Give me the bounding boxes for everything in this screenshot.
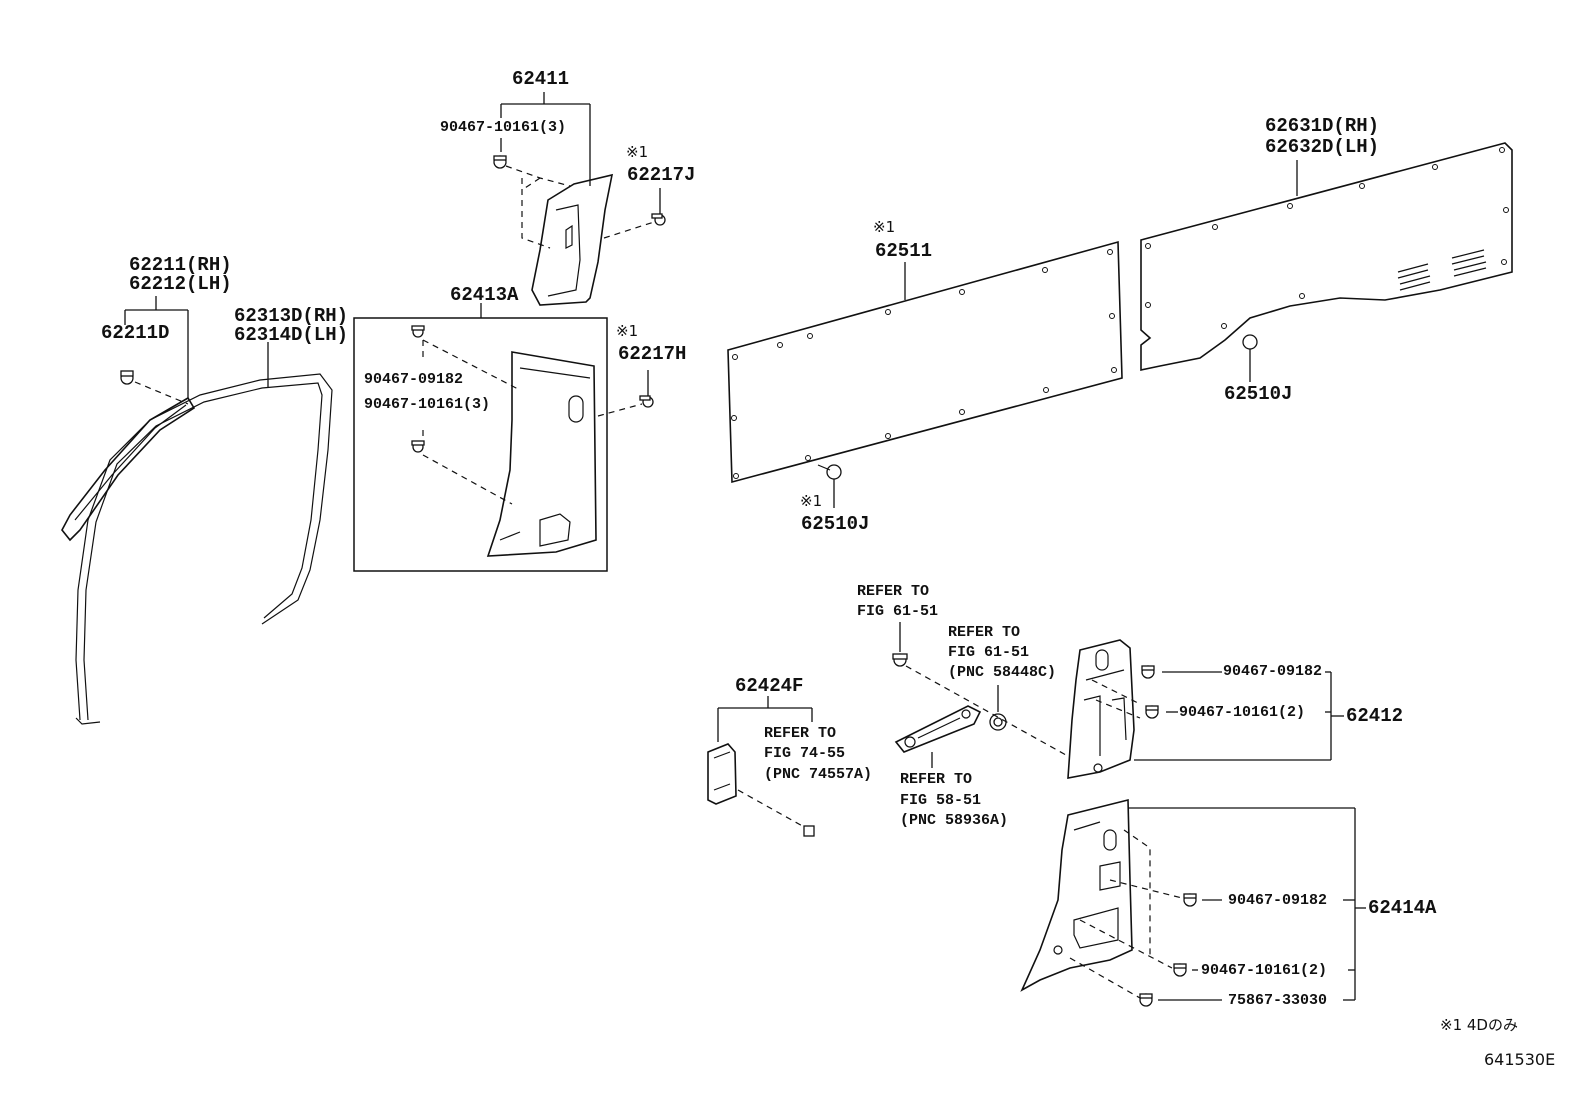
grommet-fig-61-51-b xyxy=(989,713,1007,731)
label-62217H: 62217H xyxy=(618,343,687,365)
refer-61-51-a-line2: FIG 61-51 xyxy=(857,603,939,620)
bracket-62424F xyxy=(707,696,815,837)
label-62411: 62411 xyxy=(512,68,570,90)
quarter-trim-upper-62412 xyxy=(1067,639,1344,779)
clip-75867-33030 xyxy=(1139,993,1153,1007)
quarter-trim-lower-62414A xyxy=(1020,798,1366,1007)
label-62217J: 62217J xyxy=(627,164,696,186)
label-62632D-lh: 62632D(LH) xyxy=(1265,136,1380,158)
clip-90467-10161-r1 xyxy=(1145,705,1159,719)
clip-62510J-left xyxy=(817,464,842,480)
label-62511: 62511 xyxy=(875,240,933,262)
refer-58-51-line1: REFER TO xyxy=(900,771,973,788)
clip-62217J xyxy=(651,213,666,226)
label-75867-33030: 75867-33030 xyxy=(1228,992,1328,1009)
refer-58-51-line3: (PNC 58936A) xyxy=(900,812,1009,829)
refer-61-51-b-line2: FIG 61-51 xyxy=(948,644,1030,661)
refer-61-51-b-line1: REFER TO xyxy=(948,624,1021,641)
label-62414A: 62414A xyxy=(1368,897,1437,919)
label-62413A: 62413A xyxy=(450,284,519,306)
label-62412: 62412 xyxy=(1346,705,1404,727)
marker-62217J: ※1 xyxy=(626,143,649,161)
refer-61-51-a-line1: REFER TO xyxy=(857,583,930,600)
refer-74-55-line3: (PNC 74557A) xyxy=(764,766,873,783)
upper-pillar-garnish-part xyxy=(493,92,666,306)
label-62314D-lh: 62314D(LH) xyxy=(234,324,349,346)
clip-62510J-right xyxy=(1242,334,1258,350)
clip-62211D xyxy=(120,370,134,385)
clip-90467-09182-r1 xyxy=(1141,665,1155,679)
clip-90467-10161-r2 xyxy=(1173,963,1187,977)
a-pillar-garnish-part xyxy=(61,296,196,542)
label-62211-rh: 62211(RH) xyxy=(129,254,232,276)
refer-74-55-line2: FIG 74-55 xyxy=(764,745,846,762)
side-panel-62511 xyxy=(727,240,1123,508)
clip-90467-10161-top xyxy=(493,155,507,169)
footnote: ※1 4Dのみ xyxy=(1440,1016,1518,1034)
bolt-fig-61-51-a xyxy=(892,653,908,667)
rear-panel-62631D xyxy=(1140,142,1513,382)
label-90467-09182-box: 90467-09182 xyxy=(364,371,464,388)
refer-74-55-line1: REFER TO xyxy=(764,725,837,742)
label-62313D-rh: 62313D(RH) xyxy=(234,305,349,327)
label-62424F: 62424F xyxy=(735,675,804,697)
label-90467-10161-2-r2: 90467-10161(2) xyxy=(1201,962,1328,979)
clip-90467-09182-r2 xyxy=(1183,893,1197,907)
clip-90467-10161-box xyxy=(411,440,425,453)
label-90467-10161-3-box: 90467-10161(3) xyxy=(364,396,491,413)
label-62631D-rh: 62631D(RH) xyxy=(1265,115,1380,137)
door-weatherstrip-part xyxy=(75,342,333,725)
clip-62217H xyxy=(639,395,654,408)
label-62212-lh: 62212(LH) xyxy=(129,273,232,295)
marker-62511: ※1 xyxy=(873,218,896,236)
label-62510J-right: 62510J xyxy=(1224,383,1293,405)
clip-90467-09182-box xyxy=(411,325,425,338)
label-62211D: 62211D xyxy=(101,322,170,344)
label-62510J-left: 62510J xyxy=(801,513,870,535)
label-90467-10161-2-r1: 90467-10161(2) xyxy=(1179,704,1306,721)
label-90467-09182-r2: 90467-09182 xyxy=(1228,892,1328,909)
refer-58-51-line2: FIG 58-51 xyxy=(900,792,982,809)
diagram-id: 641530E xyxy=(1484,1050,1556,1069)
center-pillar-assembly xyxy=(353,303,654,572)
marker-62510J-left: ※1 xyxy=(800,492,823,510)
label-90467-09182-r1: 90467-09182 xyxy=(1223,663,1323,680)
refer-61-51-b-line3: (PNC 58448C) xyxy=(948,664,1057,681)
brace-link xyxy=(892,622,1067,768)
marker-62217H: ※1 xyxy=(616,322,639,340)
label-90467-10161-3-top: 90467-10161(3) xyxy=(440,119,567,136)
